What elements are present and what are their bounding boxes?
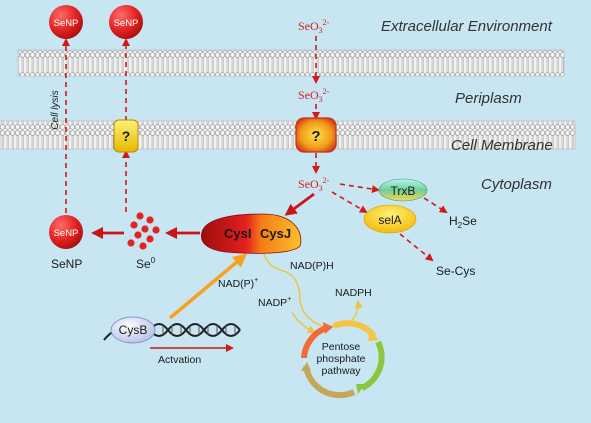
senp-ball-label: SeNP [54, 228, 79, 239]
h2se: H2Se [449, 214, 477, 230]
senp-label: SeNP [51, 257, 82, 271]
arrow-sela-to-secys [399, 233, 434, 262]
exporter-question-mark: ? [122, 128, 131, 144]
dna-strand [149, 323, 241, 337]
senp-intracellular: SeNP [49, 215, 83, 249]
cysb-label: CysB [119, 323, 148, 337]
region-label-cell-membrane: Cell Membrane [451, 137, 553, 154]
trxb-enzyme: TrxB [378, 178, 428, 202]
nadph-label: NADPH [335, 287, 372, 299]
ppp-label-line1: Pentose [322, 341, 361, 353]
region-label-extracellular: Extracellular Environment [381, 18, 553, 35]
selenite-periplasm: SeO32- [298, 87, 330, 104]
cysi-label: CysI [224, 226, 251, 241]
selenite-transporter: ? [295, 117, 337, 153]
transporter-question-mark: ? [311, 128, 320, 145]
ppp-label-line3: pathway [321, 365, 361, 377]
cysi-cysj-complex: CysI CysJ [201, 213, 302, 254]
activation-arrow-to-cysij [168, 253, 248, 320]
nadp-label: NADP+ [258, 296, 291, 309]
arrow-selenite-to-trxb [339, 183, 380, 194]
nadph-cysij-label: NAD(P)H [290, 260, 334, 272]
cell-lysis-label: Cell lysis [50, 90, 61, 129]
senp-extracellular-left: SeNP [49, 5, 83, 39]
selenite-extracellular: SeO32- [298, 18, 330, 35]
region-label-cytoplasm: Cytoplasm [481, 176, 552, 193]
nadp-to-ppp-arrow [291, 311, 316, 333]
sela-label: selA [378, 213, 401, 227]
arrow-trxb-to-h2se [423, 197, 448, 214]
sela-enzyme: selA [363, 204, 417, 234]
outer-membrane [17, 49, 565, 77]
senp-extracellular-right: SeNP [109, 5, 143, 39]
cofactor-nadph-path [263, 253, 342, 327]
arrow-selenite-to-cysij [284, 192, 315, 216]
cysj-label: CysJ [260, 226, 291, 241]
nadp-plus-label: NAD(P)+ [218, 277, 258, 290]
region-label-periplasm: Periplasm [455, 90, 522, 107]
se-cys: Se-Cys [436, 264, 475, 278]
trxb-label: TrxB [391, 184, 416, 198]
activation-label: Actvation [158, 354, 201, 366]
cell-membrane [0, 120, 576, 150]
cysb-protein: CysB [110, 316, 156, 344]
pentose-phosphate-cycle [301, 320, 385, 399]
senp-extracellular-right-label: SeNP [114, 18, 139, 29]
se0-cluster [127, 212, 160, 250]
selenite-cytoplasm: SeO32- [298, 176, 330, 193]
senp-exporter: ? [113, 119, 139, 153]
senp-extracellular-left-label: SeNP [54, 18, 79, 29]
ppp-label-line2: phosphate [316, 353, 365, 365]
arrow-selenite-to-sela [331, 191, 368, 214]
se0-label: Se0 [136, 256, 156, 271]
